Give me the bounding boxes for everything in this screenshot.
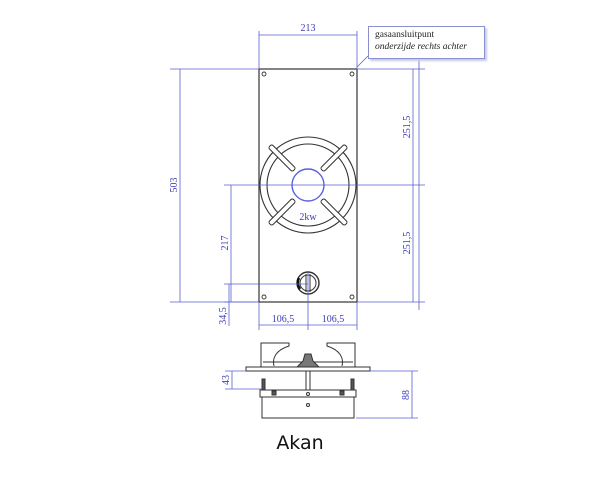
- dim-half-width-left: 106,5: [272, 314, 295, 325]
- side-view: [245, 342, 371, 419]
- dim-width-total: 213: [301, 23, 316, 34]
- note-line-1: gasaansluitpunt: [375, 30, 435, 40]
- dim-side-depth-total: 88: [401, 390, 412, 400]
- dim-half-height-top: 251,5: [402, 116, 413, 139]
- dimension-lines: [170, 31, 425, 330]
- dim-knob-from-bottom: 34,5: [218, 307, 229, 325]
- dim-height-total: 503: [169, 178, 180, 193]
- dim-half-width-right: 106,5: [322, 314, 345, 325]
- note-line-2: onderzijde rechts achter: [375, 42, 467, 52]
- dim-burner-from-bottom: 217: [220, 236, 231, 251]
- burner-power-label: 2kw: [299, 212, 317, 223]
- dim-half-height-bottom: 251,5: [402, 232, 413, 255]
- top-view: [258, 68, 358, 303]
- side-dimension-lines: [225, 370, 418, 419]
- product-title: Akan: [276, 432, 324, 454]
- gas-connection-note: gasaansluitpunt onderzijde rechts achter: [368, 26, 485, 59]
- plate-outline: [258, 68, 358, 303]
- dim-side-depth-top: 43: [221, 375, 232, 385]
